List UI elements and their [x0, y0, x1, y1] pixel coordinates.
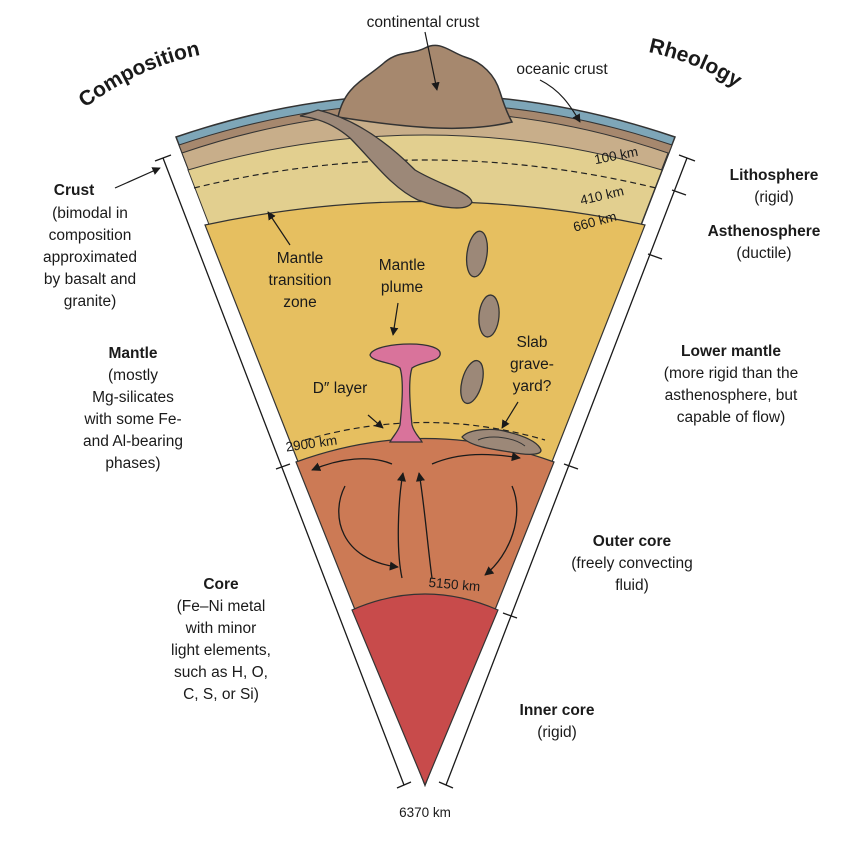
svg-text:(Fe–Ni metal: (Fe–Ni metal [177, 598, 266, 615]
mantle-plume [369, 343, 441, 443]
convection-arrows [311, 452, 521, 579]
svg-text:(rigid): (rigid) [537, 724, 577, 741]
continental-crust-pointer [424, 31, 440, 91]
asthenosphere-rheology: Asthenosphere (ductile) [708, 223, 821, 262]
oceanic-crust-label: oceanic crust [516, 61, 608, 78]
svg-text:grave-: grave- [510, 356, 554, 373]
boundary-410-km [193, 159, 657, 189]
depth-6370-km: 6370 km [399, 805, 451, 820]
lithosphere-rheology: Lithosphere (rigid) [730, 167, 819, 206]
svg-text:capable of flow): capable of flow) [677, 409, 786, 426]
core-title: Core [203, 576, 239, 593]
slab-fragment [478, 294, 500, 338]
slab-fragment [460, 359, 484, 405]
leader-arrows [114, 31, 581, 429]
svg-text:C, S, or Si): C, S, or Si) [183, 686, 259, 703]
d-double-prime-boundary [304, 421, 546, 441]
svg-text:by basalt and: by basalt and [44, 271, 136, 288]
crust-title: Crust [54, 182, 94, 199]
core-composition: Core (Fe–Ni metal with minor light eleme… [171, 576, 271, 703]
crust-composition: Crust (bimodal in composition approximat… [43, 182, 137, 310]
subducting-slab [299, 109, 473, 209]
earth-wedge [175, 93, 676, 788]
continental-crust-label: continental crust [367, 14, 481, 31]
svg-text:(ductile): (ductile) [736, 245, 791, 262]
lower-mantle-rheology: Lower mantle (more rigid than the asthen… [664, 343, 798, 426]
inner-core-layer [351, 593, 499, 787]
convection-arrow [338, 485, 399, 571]
mantle-title: Mantle [108, 345, 157, 362]
svg-text:plume: plume [381, 279, 423, 296]
composition-header: Composition [74, 37, 201, 112]
composition-scale [154, 154, 412, 789]
depth-2900-km: 2900 km [285, 433, 338, 455]
depth-5150-km: 5150 km [428, 575, 481, 594]
svg-text:Mg-silicates: Mg-silicates [92, 389, 174, 406]
lower-mantle-title: Lower mantle [681, 343, 781, 360]
rheology-header: Rheology [647, 34, 746, 92]
convection-arrow [484, 485, 518, 576]
lithosphere-title: Lithosphere [730, 167, 819, 184]
oceanic-crust-pointer [539, 79, 581, 123]
svg-text:Mantle: Mantle [379, 257, 426, 274]
convection-arrow [416, 472, 433, 579]
svg-text:zone: zone [283, 294, 317, 311]
svg-text:Mantle: Mantle [277, 250, 324, 267]
svg-text:(mostly: (mostly [108, 367, 158, 384]
mantle-composition: Mantle (mostly Mg-silicates with some Fe… [83, 345, 183, 472]
mantle-plume-label: Mantle plume [379, 257, 426, 296]
svg-text:(rigid): (rigid) [754, 189, 794, 206]
svg-text:Slab: Slab [516, 334, 547, 351]
svg-text:(bimodal in: (bimodal in [52, 205, 128, 222]
slab-fragment [465, 230, 489, 278]
svg-text:with some Fe-: with some Fe- [83, 411, 181, 428]
asthenosphere-title: Asthenosphere [708, 223, 821, 240]
dlayer-pointer [367, 414, 384, 429]
plume-pointer [390, 302, 399, 336]
svg-text:composition: composition [49, 227, 132, 244]
svg-text:such as H, O,: such as H, O, [174, 664, 268, 681]
d-layer-label: D″ layer [313, 380, 368, 397]
transition-zone-label: Mantle transition zone [269, 250, 332, 311]
svg-text:transition: transition [269, 272, 332, 289]
svg-text:(freely convecting: (freely convecting [571, 555, 692, 572]
rheology-scale [438, 154, 696, 789]
svg-text:granite): granite) [64, 293, 117, 310]
slab-graveyard-pile [461, 428, 542, 455]
svg-text:phases): phases) [105, 455, 160, 472]
svg-text:fluid): fluid) [615, 577, 649, 594]
convection-arrow [431, 452, 521, 465]
inner-core-rheology: Inner core (rigid) [520, 702, 595, 741]
continental-crust-shape [299, 44, 514, 209]
svg-text:asthenosphere, but: asthenosphere, but [665, 387, 798, 404]
outer-core-rheology: Outer core (freely convecting fluid) [571, 533, 692, 594]
svg-text:and Al-bearing: and Al-bearing [83, 433, 183, 450]
convection-arrow [311, 458, 393, 471]
outer-core-title: Outer core [593, 533, 672, 550]
convection-arrow [397, 472, 406, 579]
svg-text:(more rigid than the: (more rigid than the [664, 365, 798, 382]
crust-pointer [114, 167, 161, 189]
slab-fragments [460, 230, 542, 455]
slab-graveyard-pointer [501, 401, 519, 429]
svg-text:yard?: yard? [513, 378, 552, 395]
svg-text:approximated: approximated [43, 249, 137, 266]
svg-text:light elements,: light elements, [171, 642, 271, 659]
transition-zone-pointer [267, 211, 291, 246]
svg-text:with minor: with minor [185, 620, 257, 637]
inner-core-title: Inner core [520, 702, 595, 719]
slab-graveyard-label: Slab grave- yard? [510, 334, 554, 395]
